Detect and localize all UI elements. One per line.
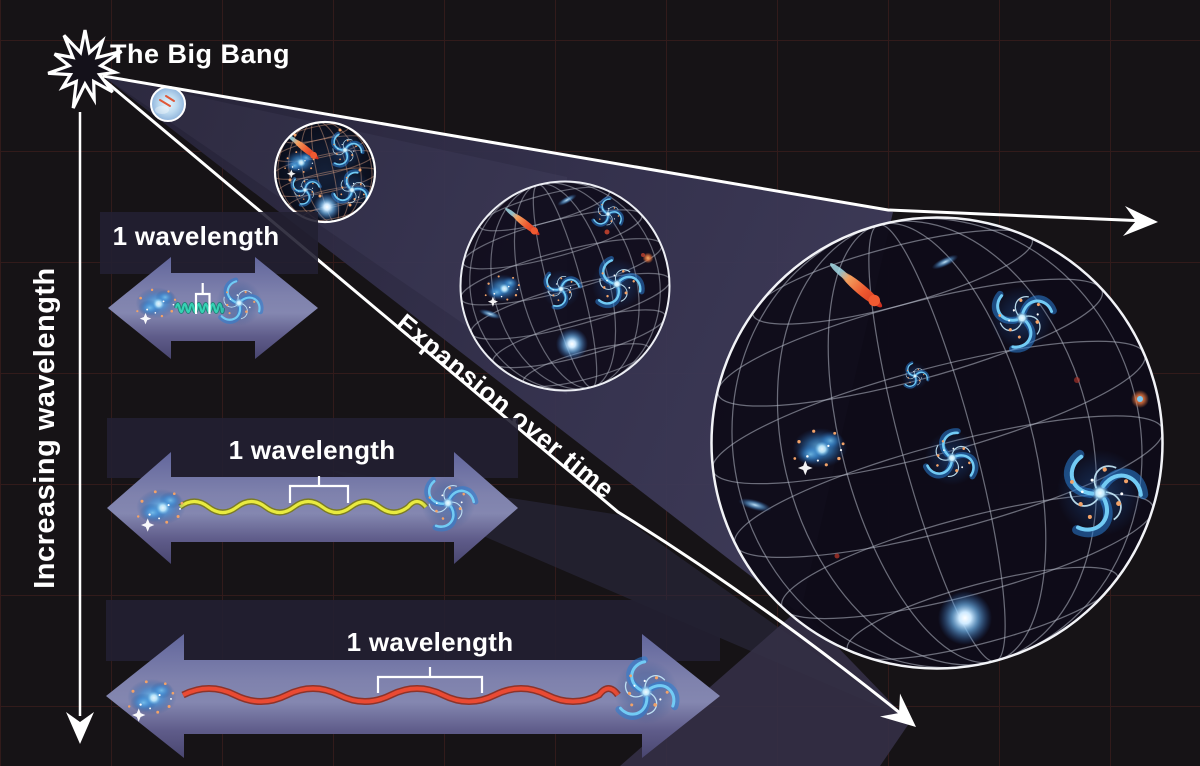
- short-wavelength-wave: [174, 302, 225, 314]
- label-backdrop-3: [106, 600, 720, 661]
- label-backdrop-2: [107, 418, 518, 478]
- label-backdrop-1: [100, 212, 318, 274]
- universe-sphere-2: [273, 120, 377, 224]
- wavelength-axis-label: Increasing wavelength: [29, 267, 61, 589]
- universe-sphere-3: [459, 180, 671, 392]
- wavelength-bracket-3: [376, 667, 484, 693]
- wavelength-row-3: 1 wavelength: [106, 600, 720, 758]
- wavelength-arrow-2: [107, 452, 518, 564]
- universe-sphere-1: [150, 86, 186, 122]
- wavelength-arrow-3: [106, 634, 720, 758]
- wavelength-row-2: 1 wavelength: [107, 418, 518, 564]
- big-bang-label: The Big Bang: [110, 39, 290, 69]
- cone-lower-arrow: [103, 78, 916, 727]
- wavelength-label-2: 1 wavelength: [229, 435, 396, 465]
- wavelength-row-1: 1 wavelength: [100, 212, 318, 359]
- arrowhead-down-icon: [66, 712, 94, 744]
- big-bang-starburst-icon: [47, 29, 123, 109]
- wavelength-label-3: 1 wavelength: [347, 627, 514, 657]
- cone-lower-wedge: [620, 608, 910, 766]
- universe-sphere-4: [710, 216, 1164, 670]
- cone-upper-arrow: [102, 74, 1158, 236]
- wavelength-label-1: 1 wavelength: [113, 221, 280, 251]
- long-wavelength-wave: [182, 686, 620, 704]
- medium-wavelength-wave: [179, 499, 428, 515]
- arrowhead-downright-icon: [880, 693, 916, 727]
- wavelength-axis-arrow: [66, 112, 94, 744]
- arrowhead-right-icon: [1123, 206, 1158, 236]
- wavelength-bracket-1: [194, 283, 211, 314]
- wavelength-bracket-2: [288, 476, 350, 503]
